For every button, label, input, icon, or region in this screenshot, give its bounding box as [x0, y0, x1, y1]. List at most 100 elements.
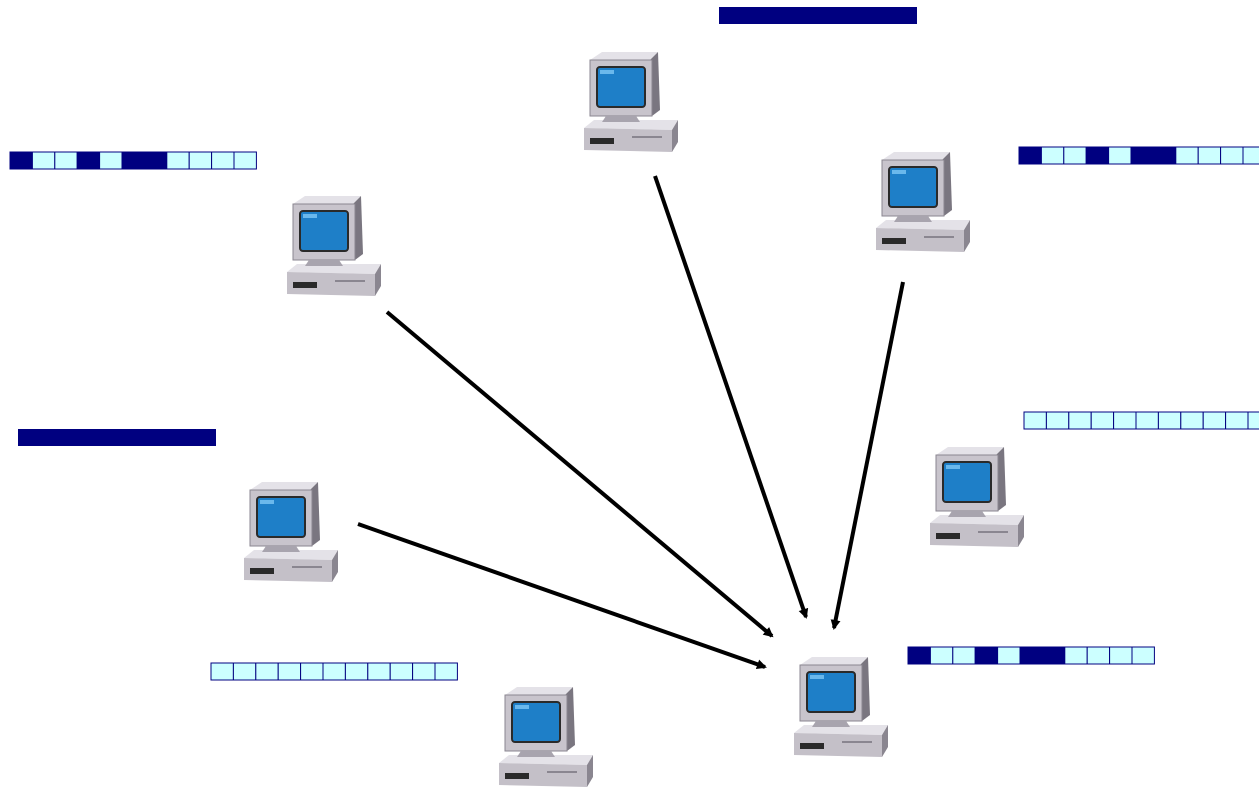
- desktop-computer-icon: [929, 446, 1025, 548]
- desktop-computer-icon: [875, 151, 971, 253]
- bit-cell: [322, 662, 346, 681]
- bit-cell: [62, 429, 84, 446]
- bit-cell: [1090, 411, 1115, 430]
- bit-cell: [1220, 146, 1244, 165]
- bit-cell: [277, 662, 302, 681]
- bit-cell: [255, 662, 279, 681]
- bit-cell: [1063, 146, 1087, 165]
- arrow-computer-upper-right-to-computer-receiver: [830, 281, 905, 630]
- bit-cell: [1108, 146, 1132, 165]
- arrow-computer-top-center-to-computer-receiver: [653, 175, 809, 619]
- bit-cell: [1018, 146, 1042, 165]
- bit-cell: [1045, 411, 1070, 430]
- bit-cell: [232, 662, 257, 681]
- bit-cell: [929, 646, 954, 665]
- bit-cell: [1068, 411, 1092, 430]
- computer-upper-left: [286, 195, 382, 297]
- computer-middle-right: [929, 446, 1025, 548]
- bit-cell: [952, 646, 976, 665]
- bit-cell: [128, 429, 150, 446]
- bit-cell: [1109, 646, 1133, 665]
- bit-cell: [31, 151, 56, 170]
- bit-cell: [76, 151, 101, 170]
- computer-receiver: [793, 656, 889, 758]
- bit-vector-middle-left: [18, 429, 216, 446]
- bit-cell: [873, 7, 895, 24]
- bit-cell: [54, 151, 78, 170]
- bit-cell: [434, 662, 458, 681]
- bit-cell: [1113, 411, 1137, 430]
- bit-cell: [763, 7, 785, 24]
- bit-cell: [9, 151, 33, 170]
- bit-cell: [84, 429, 106, 446]
- bit-cell: [851, 7, 873, 24]
- bit-cell: [1242, 146, 1259, 165]
- bit-cell: [1247, 411, 1259, 430]
- bit-cell: [412, 662, 436, 681]
- bit-vector-top-center: [719, 7, 917, 24]
- bit-cell: [1180, 411, 1204, 430]
- bit-vector-receiver: [907, 646, 1155, 665]
- bit-cell: [367, 662, 391, 681]
- bit-cell: [907, 646, 931, 665]
- desktop-computer-icon: [243, 481, 339, 583]
- bit-cell: [895, 7, 917, 24]
- bit-cell: [1202, 411, 1227, 430]
- bit-cell: [997, 646, 1021, 665]
- computer-bottom-left: [498, 686, 594, 788]
- bit-cell: [18, 429, 40, 446]
- bit-vector-middle-right: [1023, 411, 1259, 430]
- bit-cell: [172, 429, 194, 446]
- bit-cell: [1197, 146, 1222, 165]
- bit-cell: [188, 151, 213, 170]
- computer-middle-left: [243, 481, 339, 583]
- bit-cell: [194, 429, 216, 446]
- bit-cell: [143, 151, 168, 170]
- bit-cell: [211, 151, 235, 170]
- vectors-layer: [9, 7, 1259, 681]
- bit-vector-upper-right: [1018, 146, 1259, 165]
- computer-top-center: [583, 51, 679, 153]
- bit-cell: [300, 662, 324, 681]
- bit-cell: [1175, 146, 1199, 165]
- arrow-computer-middle-left-to-computer-receiver: [357, 522, 767, 670]
- bit-cell: [974, 646, 999, 665]
- bit-cell: [1131, 646, 1155, 665]
- arrow-computer-upper-left-to-computer-receiver: [385, 310, 774, 638]
- bit-cell: [344, 662, 369, 681]
- bit-cell: [1130, 146, 1154, 165]
- desktop-computer-icon: [498, 686, 594, 788]
- bit-cell: [233, 151, 257, 170]
- bit-cell: [829, 7, 851, 24]
- bit-cell: [741, 7, 763, 24]
- bit-cell: [1225, 411, 1249, 430]
- bit-cell: [1040, 146, 1065, 165]
- edges-layer: [357, 175, 905, 670]
- bit-cell: [121, 151, 145, 170]
- bit-cell: [785, 7, 807, 24]
- bit-cell: [1086, 646, 1111, 665]
- desktop-computer-icon: [793, 656, 889, 758]
- desktop-computer-icon: [286, 195, 382, 297]
- bit-cell: [1019, 646, 1043, 665]
- computer-upper-right: [875, 151, 971, 253]
- bit-vector-bottom-left: [210, 662, 458, 681]
- bit-cell: [1157, 411, 1182, 430]
- bit-cell: [389, 662, 414, 681]
- bit-cell: [106, 429, 128, 446]
- bit-cell: [99, 151, 123, 170]
- desktop-computer-icon: [583, 51, 679, 153]
- bit-cell: [1135, 411, 1159, 430]
- bit-cell: [807, 7, 829, 24]
- bit-cell: [1023, 411, 1047, 430]
- bit-cell: [1064, 646, 1088, 665]
- bit-cell: [40, 429, 62, 446]
- bit-cell: [150, 429, 172, 446]
- bit-cell: [210, 662, 234, 681]
- bit-cell: [1041, 646, 1066, 665]
- bit-cell: [166, 151, 190, 170]
- bit-cell: [1152, 146, 1177, 165]
- bit-cell: [719, 7, 741, 24]
- bit-vector-upper-left: [9, 151, 257, 170]
